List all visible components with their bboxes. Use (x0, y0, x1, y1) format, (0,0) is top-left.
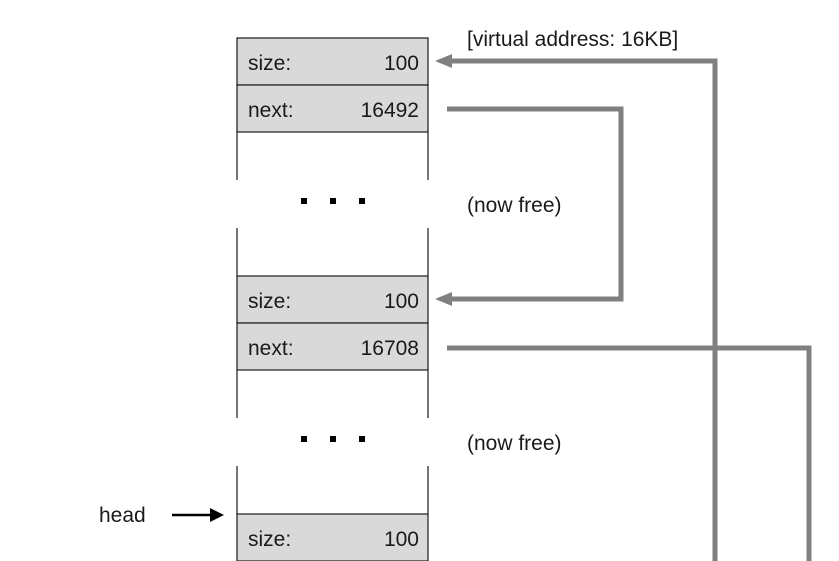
link-to-first-chunk (450, 58, 718, 561)
arrow-into-chunk-2 (435, 292, 452, 306)
chunk-2-next-field (236, 322, 429, 371)
chunk-1-size-value: 100 (384, 52, 419, 75)
chunk-1-next-field (236, 84, 429, 133)
next-link-16492 (447, 106, 624, 302)
chunk-1-size-label: size: (248, 52, 291, 75)
chunk-1-next-label: next: (248, 99, 294, 122)
ellipsis-1-dot-1 (301, 198, 307, 204)
chunk-1-next-value: 16492 (361, 99, 419, 122)
chunk-2-size-value: 100 (384, 290, 419, 313)
arrow-into-chunk-1 (435, 54, 452, 68)
ellipsis-1-dot-2 (330, 198, 336, 204)
chunk-2-free-note: (now free) (467, 432, 562, 455)
ellipsis-2-dot-3 (359, 436, 365, 442)
head-arrow-head (210, 508, 224, 522)
virtual-address-label: [virtual address: 16KB] (467, 28, 678, 51)
next-link-16708 (447, 345, 812, 561)
chunk-1-free-note: (now free) (467, 194, 562, 217)
ellipsis-2-dot-1 (301, 436, 307, 442)
chunk-3-size-label: size: (248, 528, 291, 551)
head-label: head (99, 504, 146, 527)
chunk-3-size-value: 100 (384, 528, 419, 551)
chunk-1-size-field (236, 37, 429, 86)
chunk-2-size-label: size: (248, 290, 291, 313)
ellipsis-2-dot-2 (330, 436, 336, 442)
chunk-2-next-label: next: (248, 337, 294, 360)
chunk-2-next-value: 16708 (361, 337, 419, 360)
ellipsis-1-dot-3 (359, 198, 365, 204)
chunk-2-size-field (236, 275, 429, 324)
chunk-3-size-field (236, 513, 429, 561)
